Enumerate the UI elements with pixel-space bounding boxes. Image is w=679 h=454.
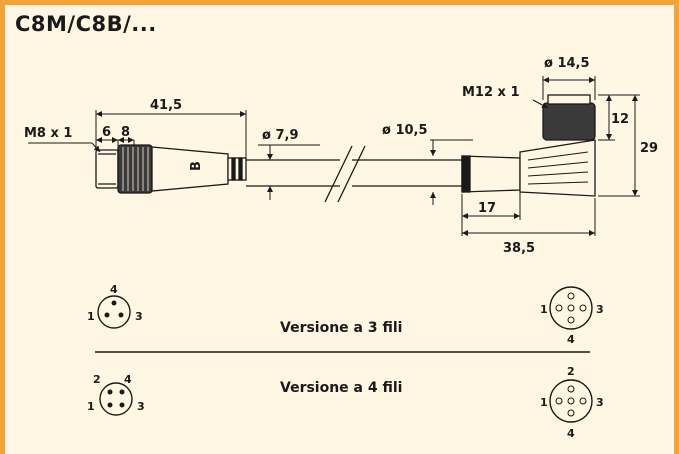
pin-label: 4 — [567, 427, 575, 440]
dim-8: 8 — [121, 125, 130, 140]
knurl-lines — [122, 147, 149, 191]
dim-m12-thread: M12 x 1 — [462, 85, 520, 100]
dim-dia-7-9: ø 7,9 — [262, 128, 299, 143]
pinout-m12-4-wire — [549, 379, 593, 423]
dim-41-5: 41,5 — [150, 98, 182, 113]
pin-label: 2 — [93, 373, 101, 386]
pin-label: 3 — [596, 396, 604, 409]
dim-38-5: 38,5 — [503, 241, 535, 256]
pin-label: 3 — [137, 400, 145, 413]
pin-label: 3 — [596, 303, 604, 316]
pin-label: 3 — [135, 310, 143, 323]
page-title: C8M/C8B/... — [15, 12, 157, 36]
pin-label: 4 — [110, 283, 118, 296]
dim-dia-10-5: ø 10,5 — [382, 123, 428, 138]
dim-6: 6 — [102, 125, 111, 140]
pin-label: 1 — [87, 310, 95, 323]
pin-label: 1 — [87, 400, 95, 413]
cable — [246, 145, 465, 203]
dimension-lines — [28, 76, 640, 236]
m8-straight-connector — [95, 144, 247, 194]
pinout-m8-4-wire — [99, 382, 133, 416]
pin-label: 1 — [540, 396, 548, 409]
dim-29: 29 — [640, 141, 658, 156]
dim-m8-thread: M8 x 1 — [24, 126, 72, 141]
dim-dia-14-5: ø 14,5 — [544, 56, 590, 71]
dim-12: 12 — [611, 112, 629, 127]
pinout-m12-3-wire — [549, 286, 593, 330]
version-4-wire-label: Versione a 4 fili — [280, 380, 402, 396]
pinout-m8-3-wire — [97, 295, 131, 329]
m12-angled-connector — [461, 94, 596, 197]
connector-mark-b: B — [189, 161, 204, 171]
pin-label: 1 — [540, 303, 548, 316]
pin-label: 4 — [567, 333, 575, 346]
pin-label: 2 — [567, 365, 575, 378]
pin-label: 4 — [124, 373, 132, 386]
version-3-wire-label: Versione a 3 fili — [280, 320, 402, 336]
dim-17: 17 — [478, 201, 496, 216]
